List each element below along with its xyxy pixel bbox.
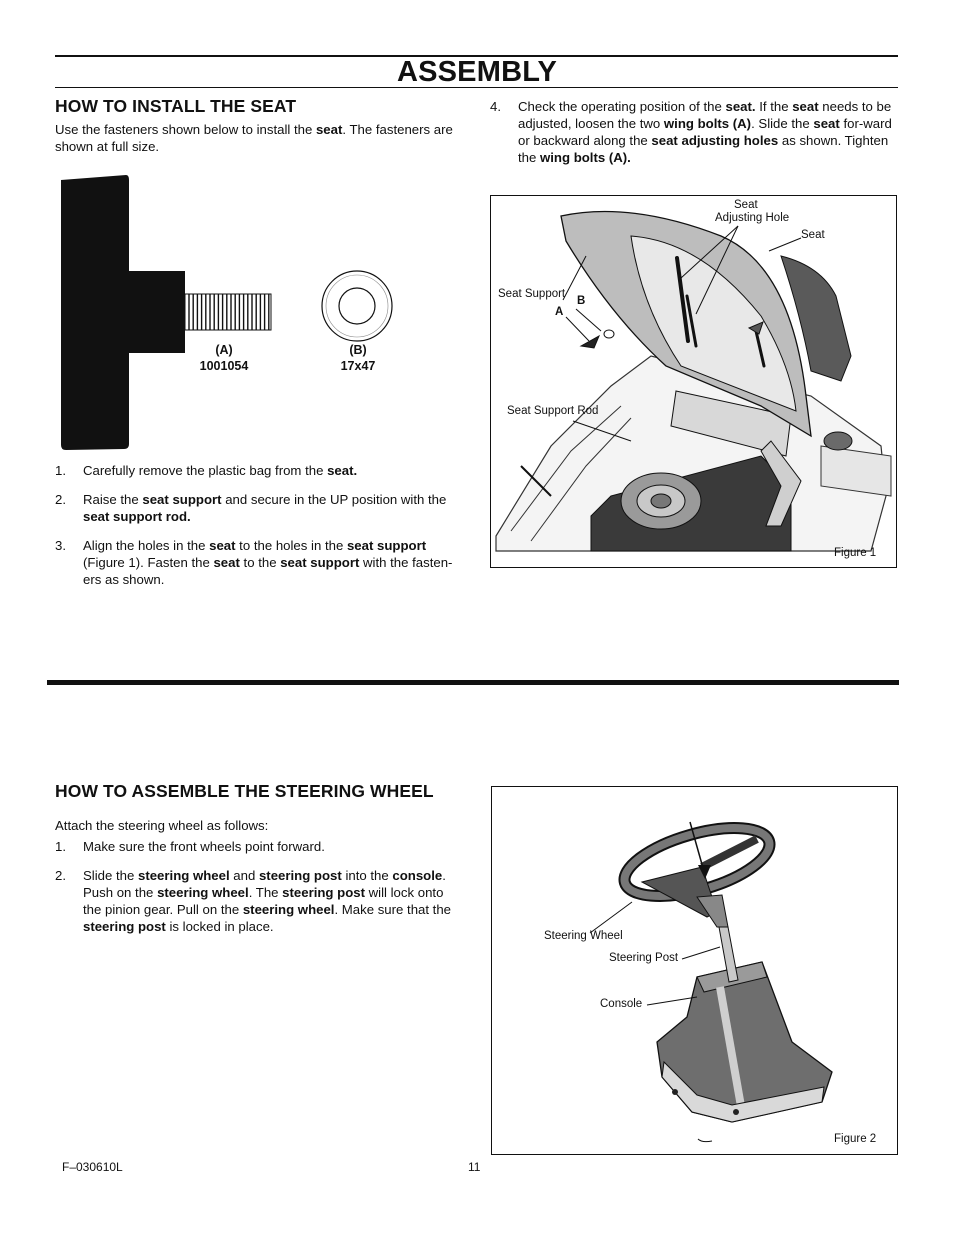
steering-intro: Attach the steering wheel as follows: [55,818,269,833]
label-seat-adjusting-hole-line2: Adjusting Hole [715,212,790,224]
figure-2-caption: Figure 2 [834,1133,877,1145]
page-title: ASSEMBLY [396,56,558,88]
fastener-b-label: (B) 17x47 [340,343,376,373]
label-console: Console [600,998,643,1010]
seat-step-1: 1.Carefully remove the plastic bag from … [55,463,358,478]
fastener-illustration: (A) 1001054 (B) 17x47 [58,172,408,452]
steering-diagram [589,821,833,1143]
steering-step-2: 2.Slide the steering wheel and steering … [55,868,452,934]
steering-steps: 1.Make sure the front wheels point forwa… [55,838,463,947]
label-steering-wheel: Steering Wheel [544,930,623,942]
steering-heading: HOW TO ASSEMBLE THE STEERING WHEEL [55,781,434,801]
washer-hole [338,287,376,325]
figure-1: Seat Adjusting Hole Seat Seat Support B … [490,195,897,568]
label-seat-support-rod: Seat Support Rod [507,405,599,417]
bolt-thread [184,293,272,331]
seat-step-3: 3.Align the holes in the seat to the hol… [55,538,453,587]
fastener-drawing [61,175,393,450]
label-steering-post: Steering Post [609,952,679,964]
steering-section: HOW TO ASSEMBLE THE STEERING WHEEL Attac… [55,781,465,834]
figure-1-caption: Figure 1 [834,547,877,559]
page-number: 11 [468,1160,481,1174]
steering-step-1: 1.Make sure the front wheels point forwa… [55,839,325,854]
label-seat-adjusting-hole-line1: Seat [734,199,758,211]
seat-heading: HOW TO INSTALL THE SEAT [55,96,297,116]
footer-code: F–030610L [62,1160,123,1174]
seat-diagram [495,210,892,552]
section-divider [47,680,899,685]
label-b: B [577,295,586,307]
bolt-shoulder [129,271,185,353]
seat-section: HOW TO INSTALL THE SEAT Use the fastener… [55,96,465,155]
bolt-head-shape [61,175,129,450]
seat-step-2: 2.Raise the seat support and secure in t… [55,492,447,524]
top-rule [55,55,898,57]
label-seat: Seat [801,229,825,241]
label-seat-support: Seat Support [498,288,566,300]
fastener-a-label: (A) 1001054 [199,343,249,373]
seat-steps-right: 4.Check the operating position of the se… [490,98,898,178]
seat-steps: 1.Carefully remove the plastic bag from … [55,462,463,600]
label-a: A [555,306,564,318]
seat-intro: Use the fasteners shown below to install… [55,122,453,154]
title-rule [55,87,898,88]
seat-step-4: 4.Check the operating position of the se… [490,99,892,165]
washer-rim [325,274,389,338]
figure-2: Steering Wheel Steering Post Console Fig… [491,786,898,1155]
